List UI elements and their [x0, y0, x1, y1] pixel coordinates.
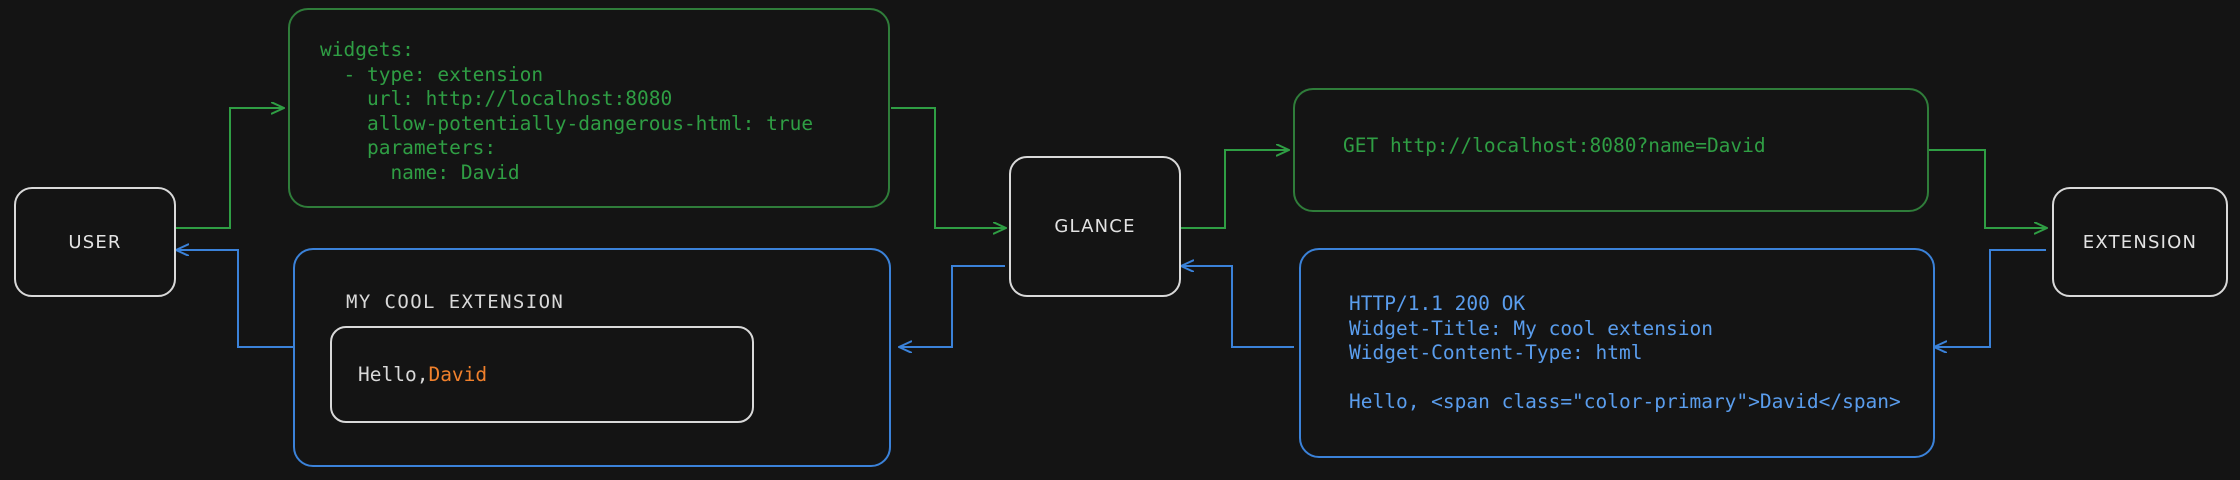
widget-greeting-prefix: Hello, [358, 363, 429, 386]
node-glance-label: GLANCE [1054, 216, 1136, 237]
node-user-label: USER [68, 231, 122, 253]
config-yaml-text: widgets: - type: extension url: http://l… [320, 38, 814, 184]
widget-preview-title: MY COOL EXTENSION [346, 291, 565, 313]
node-extension[interactable]: EXTENSION [2052, 187, 2228, 297]
node-extension-label: EXTENSION [2082, 231, 2198, 253]
config-yaml-panel: widgets: - type: extension url: http://l… [288, 8, 890, 208]
widget-greeting-name: David [428, 363, 488, 386]
http-response-text: HTTP/1.1 200 OK Widget-Title: My cool ex… [1349, 292, 1901, 413]
response-connectors [177, 250, 2046, 347]
http-request-text: GET http://localhost:8080?name=David [1343, 134, 1766, 157]
http-request-panel: GET http://localhost:8080?name=David [1293, 88, 1929, 212]
request-connectors [172, 108, 2046, 228]
node-glance[interactable]: GLANCE [1009, 156, 1181, 297]
http-response-panel: HTTP/1.1 200 OK Widget-Title: My cool ex… [1299, 248, 1935, 458]
node-user[interactable]: USER [14, 187, 176, 297]
widget-preview-body: Hello, David [330, 326, 754, 423]
widget-preview-panel: MY COOL EXTENSION Hello, David [293, 248, 891, 467]
